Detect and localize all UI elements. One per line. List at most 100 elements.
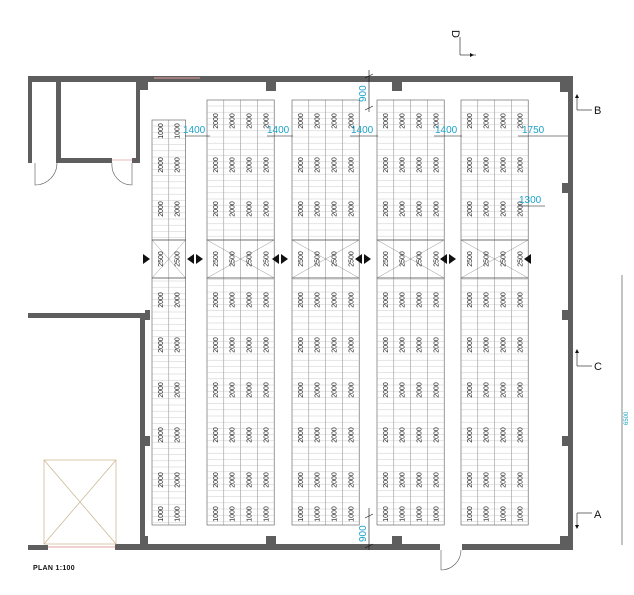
rack-label: 2000 <box>213 201 220 217</box>
rack-label: 2000 <box>467 157 474 173</box>
section-markers: D B C A <box>449 30 602 529</box>
rack-label: 2000 <box>433 157 440 173</box>
rack-label: 2000 <box>230 427 237 443</box>
rack-label: 2000 <box>263 427 270 443</box>
rack-label: 2000 <box>175 427 182 443</box>
rack-label: 2000 <box>230 201 237 217</box>
rack-label: 2000 <box>417 113 424 129</box>
rack-label: 2000 <box>230 157 237 173</box>
column <box>140 82 148 90</box>
rack-label: 2000 <box>517 337 524 353</box>
rack-label: 2000 <box>433 427 440 443</box>
rack-label: 2000 <box>298 427 305 443</box>
dim-aisle-4: 1400 <box>435 125 458 136</box>
rack-label: 2500 <box>433 251 440 267</box>
rack-label: 2000 <box>315 157 322 173</box>
rack-label: 2000 <box>517 382 524 398</box>
rack-row-4: 2000 2000 2000 2500 2000 2000 2000 2000 2000 1000… <box>376 99 445 526</box>
rack-label: 2000 <box>484 113 491 129</box>
rack-label: 2000 <box>467 472 474 488</box>
rack-label: 1000 <box>247 506 254 522</box>
direction-arrow <box>196 254 203 264</box>
rack-label: 2000 <box>158 382 165 398</box>
rack-label: 2000 <box>501 157 508 173</box>
dim-aisle-3: 1400 <box>351 125 374 136</box>
rack-label: 2000 <box>298 113 305 129</box>
rack-label: 2000 <box>348 201 355 217</box>
wall-top <box>28 76 573 82</box>
direction-arrow <box>449 254 456 264</box>
rack-label: 2000 <box>247 337 254 353</box>
rack-label: 2000 <box>501 427 508 443</box>
rack-label: 2000 <box>230 113 237 129</box>
direction-arrow <box>272 254 279 264</box>
rack-label: 2000 <box>417 337 424 353</box>
rack-label: 2000 <box>400 427 407 443</box>
rack-label: 2000 <box>383 201 390 217</box>
column <box>392 82 402 91</box>
rack-label: 2000 <box>348 337 355 353</box>
rack-label: 2000 <box>158 201 165 217</box>
rack-label: 2000 <box>400 157 407 173</box>
rack-label: 2000 <box>332 201 339 217</box>
rack-label: 2000 <box>213 427 220 443</box>
direction-arrow <box>364 254 371 264</box>
column <box>560 82 568 92</box>
rack-label: 2000 <box>213 472 220 488</box>
rack-label: 2000 <box>315 337 322 353</box>
rack-label: 2000 <box>158 427 165 443</box>
wall-bottom <box>115 544 440 550</box>
rack-label: 1000 <box>175 506 182 522</box>
rack-label: 2000 <box>517 201 524 217</box>
wall-bottom-left <box>28 545 48 550</box>
rack-label: 1000 <box>263 506 270 522</box>
column <box>560 536 568 544</box>
rack-label: 2000 <box>348 157 355 173</box>
rack-label: 2000 <box>417 427 424 443</box>
door-swing-right <box>111 162 133 186</box>
door-swing-bottom <box>440 549 462 571</box>
rack-label: 2000 <box>263 113 270 129</box>
section-marker-b: B <box>594 105 601 117</box>
rack-label: 2000 <box>247 113 254 129</box>
wall-left-corridor <box>140 313 145 547</box>
rack-row-5: 2000200020002500200020002000200020001000… <box>460 99 529 526</box>
rack-label: 2500 <box>348 251 355 267</box>
rack-label: 1000 <box>484 506 491 522</box>
wall-left-mid <box>28 313 144 318</box>
rack-row-2: 2000 2000 2000 2500 2000 2000 2000 2000 2000 1000… <box>206 99 275 526</box>
rack-label: 1000 <box>348 506 355 522</box>
rack-label: 2500 <box>332 251 339 267</box>
wall-left-upper <box>28 76 32 161</box>
column <box>266 82 276 91</box>
direction-arrow <box>524 254 531 264</box>
rack-label: 2000 <box>263 382 270 398</box>
rack-label: 2000 <box>467 292 474 308</box>
rack-label: 2000 <box>348 113 355 129</box>
rack-label: 2000 <box>417 157 424 173</box>
rack-label: 2000 <box>383 472 390 488</box>
rack-label: 2000 <box>433 113 440 129</box>
rack-label: 2000 <box>213 113 220 129</box>
direction-arrow <box>440 254 447 264</box>
rack-label: 2000 <box>383 157 390 173</box>
rack-label: 2000 <box>348 292 355 308</box>
rack-label: 2000 <box>484 157 491 173</box>
section-marker-d: D <box>449 30 461 38</box>
rack-label: 2000 <box>298 292 305 308</box>
rack-label: 2000 <box>348 382 355 398</box>
rack-label: 2500 <box>247 251 254 267</box>
rack-label: 2500 <box>315 251 322 267</box>
rack-label: 2000 <box>332 427 339 443</box>
rack-label: 2500 <box>263 251 270 267</box>
rack-label: 2000 <box>175 337 182 353</box>
rack-label: 1000 <box>433 506 440 522</box>
walls <box>28 76 573 550</box>
rack-row-1: 1000200020002500200020002000200020001000… <box>151 119 186 526</box>
rack-label: 2000 <box>213 157 220 173</box>
dim-aisle-1: 1400 <box>183 125 206 136</box>
rack-label: 2000 <box>175 157 182 173</box>
rack-label: 2000 <box>332 382 339 398</box>
doors <box>34 77 462 571</box>
rack-label: 2500 <box>298 251 305 267</box>
